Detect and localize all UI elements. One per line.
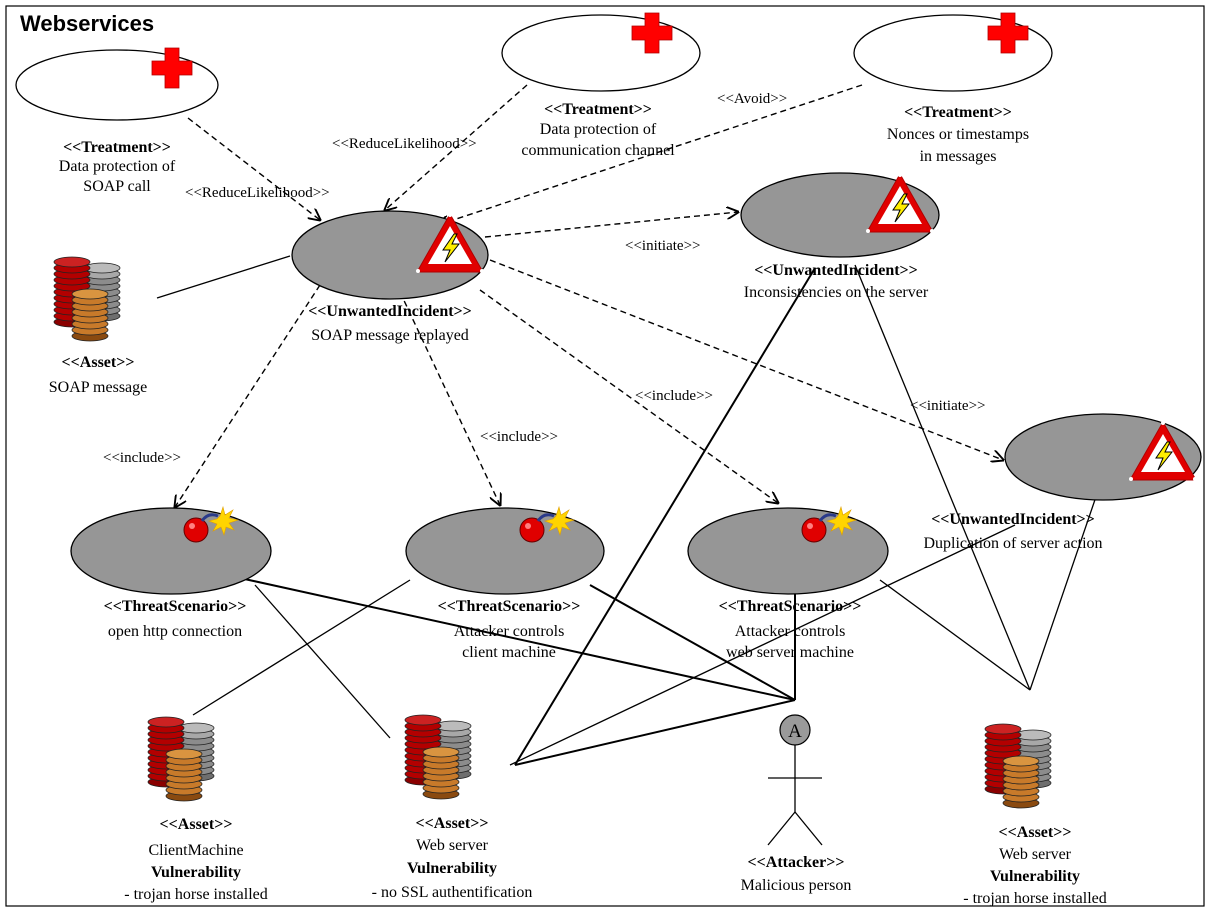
diagram-frame xyxy=(5,5,1205,907)
treatment-label: Data protection of xyxy=(540,121,657,138)
initiate-arrow-2 xyxy=(489,259,1003,460)
coin-stack-icon xyxy=(53,256,121,342)
threat-stereotype: <<ThreatScenario>> xyxy=(104,598,247,615)
coin-stack-icon xyxy=(147,716,215,802)
association-line xyxy=(514,267,816,766)
vulnerability-label: - trojan horse installed xyxy=(963,890,1107,907)
treatment-label: in messages xyxy=(920,148,997,165)
avoid-arrow xyxy=(438,84,863,225)
asset-stereotype: <<Asset>> xyxy=(416,815,489,832)
incident-stereotype: <<UnwantedIncident>> xyxy=(931,511,1095,528)
relation-label: <<include>> xyxy=(635,388,713,404)
vulnerability-title: Vulnerability xyxy=(990,868,1080,885)
association-line xyxy=(239,577,796,701)
reduce-likelihood-arrow-2 xyxy=(385,84,528,210)
threat-label: Attacker controls xyxy=(735,623,846,640)
unwanted-incident-node: <<UnwantedIncident>> SOAP message replay… xyxy=(291,210,489,344)
treatment-stereotype: <<Treatment>> xyxy=(544,101,652,118)
treatment-stereotype: <<Treatment>> xyxy=(63,139,171,156)
treatment-node: <<Treatment>> Data protection of communi… xyxy=(501,12,701,159)
incident-label: Duplication of server action xyxy=(923,535,1102,552)
attacker-label: Malicious person xyxy=(741,877,852,894)
association-line xyxy=(254,584,391,739)
vulnerability-label: - no SSL authentification xyxy=(372,884,533,901)
include-arrow-2 xyxy=(399,291,500,505)
asset-node: <<Asset>> ClientMachine Vulnerability - … xyxy=(124,716,268,903)
treatment-label: communication channel xyxy=(521,142,675,159)
treatment-label: SOAP call xyxy=(83,178,151,195)
association-line xyxy=(1029,484,1101,691)
asset-label: ClientMachine xyxy=(148,842,243,859)
threat-oval xyxy=(405,507,605,595)
asset-label: SOAP message xyxy=(49,379,148,396)
association-line xyxy=(156,255,291,299)
diagram-title: Webservices xyxy=(20,11,154,36)
threat-label: Attacker controls xyxy=(454,623,565,640)
association-line xyxy=(192,579,411,716)
treatment-node: <<Treatment>> Data protection of SOAP ca… xyxy=(15,47,219,195)
relation-label: <<ReduceLikelihood>> xyxy=(185,185,330,201)
threat-scenario-node: <<ThreatScenario>> Attacker controls web… xyxy=(687,505,889,661)
association-line xyxy=(854,264,1031,691)
relation-label: <<initiate>> xyxy=(910,398,986,414)
threat-label: web server machine xyxy=(726,644,854,661)
incident-label: Inconsistencies on the server xyxy=(744,284,929,301)
relation-label: <<initiate>> xyxy=(625,238,701,254)
coin-stack-icon xyxy=(984,723,1052,809)
treatment-node: <<Treatment>> Nonces or timestamps in me… xyxy=(853,12,1053,165)
relation-label: <<include>> xyxy=(480,429,558,445)
threat-stereotype: <<ThreatScenario>> xyxy=(438,598,581,615)
vulnerability-title: Vulnerability xyxy=(151,864,241,881)
treatment-label: Data protection of xyxy=(59,158,176,175)
include-arrow-3 xyxy=(479,289,778,503)
attacker-letter: A xyxy=(788,721,802,742)
reduce-likelihood-arrow-1 xyxy=(187,117,320,220)
asset-stereotype: <<Asset>> xyxy=(160,816,233,833)
coin-stack-icon xyxy=(404,714,472,800)
unwanted-incident-node: <<UnwantedIncident>> Inconsistencies on … xyxy=(740,172,940,301)
vulnerability-label: - trojan horse installed xyxy=(124,886,268,903)
threat-oval xyxy=(70,507,272,595)
threat-scenario-node: <<ThreatScenario>> Attacker controls cli… xyxy=(405,505,605,661)
vulnerability-title: Vulnerability xyxy=(407,860,497,877)
threat-label: client machine xyxy=(462,644,556,661)
incident-stereotype: <<UnwantedIncident>> xyxy=(308,303,472,320)
threat-oval xyxy=(687,507,889,595)
include-arrow-1 xyxy=(175,284,321,507)
incident-label: SOAP message replayed xyxy=(311,327,469,344)
asset-label: Web server xyxy=(999,846,1072,863)
association-line xyxy=(514,699,796,766)
association-line xyxy=(509,524,1016,766)
unwanted-incident-node: <<UnwantedIncident>> Duplication of serv… xyxy=(923,413,1202,552)
treatment-oval xyxy=(15,49,219,121)
dependency-arrows xyxy=(175,84,1003,507)
threat-stereotype: <<ThreatScenario>> xyxy=(719,598,862,615)
stick-figure-icon: A xyxy=(767,714,823,846)
asset-node: <<Asset>> Web server Vulnerability - tro… xyxy=(963,723,1107,907)
relation-label: <<ReduceLikelihood>> xyxy=(332,136,477,152)
incident-stereotype: <<UnwantedIncident>> xyxy=(754,262,918,279)
association-line xyxy=(879,579,1031,691)
association-lines xyxy=(156,255,1101,766)
asset-stereotype: <<Asset>> xyxy=(62,354,135,371)
threat-scenario-node: <<ThreatScenario>> open http connection xyxy=(70,505,272,640)
relation-label: <<include>> xyxy=(103,450,181,466)
asset-node: <<Asset>> SOAP message xyxy=(49,256,148,396)
asset-node: <<Asset>> Web server Vulnerability - no … xyxy=(372,714,533,901)
asset-label: Web server xyxy=(416,837,489,854)
attacker-stereotype: <<Attacker>> xyxy=(748,854,845,871)
asset-stereotype: <<Asset>> xyxy=(999,824,1072,841)
threat-label: open http connection xyxy=(108,623,242,640)
treatment-label: Nonces or timestamps xyxy=(887,126,1029,143)
initiate-arrow-1 xyxy=(484,212,738,238)
attacker-node: A <<Attacker>> Malicious person xyxy=(741,714,852,894)
treatment-stereotype: <<Treatment>> xyxy=(904,104,1012,121)
association-line xyxy=(589,584,796,701)
relation-label: <<Avoid>> xyxy=(717,91,787,107)
